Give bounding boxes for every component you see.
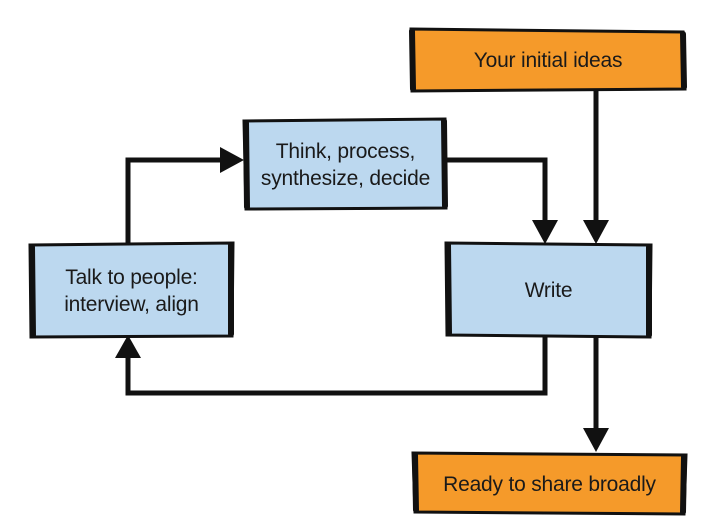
box-talk: [28, 241, 235, 339]
box-write: [444, 241, 653, 339]
arrow-write-to-talk: [125, 337, 548, 396]
arrow-think-to-write: [445, 157, 548, 222]
box-ready: [411, 451, 688, 516]
arrowhead-ideas-to-write: [583, 220, 609, 244]
connectors: [115, 90, 609, 452]
box-accents: [29, 28, 687, 515]
arrowhead-write-to-talk: [115, 335, 141, 358]
box-think: [242, 117, 448, 211]
arrowhead-write-to-ready: [583, 428, 609, 452]
boxes: [28, 27, 688, 516]
box-initial-ideas: [409, 27, 687, 93]
arrow-talk-to-think: [125, 157, 222, 244]
arrowhead-talk-to-think: [220, 147, 244, 173]
arrowhead-think-to-write: [532, 220, 558, 244]
